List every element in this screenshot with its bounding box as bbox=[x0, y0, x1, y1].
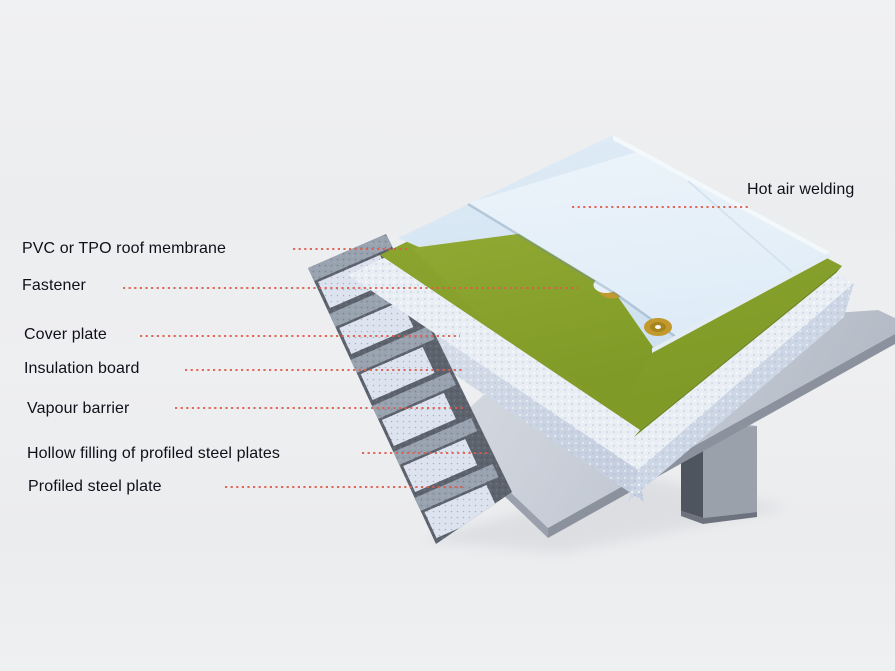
rib-shadow-notch bbox=[416, 529, 429, 544]
leader-lines bbox=[123, 206, 748, 488]
membrane-edge-se bbox=[652, 252, 830, 353]
membrane-seam bbox=[687, 180, 793, 273]
rib-shadow-notch bbox=[395, 483, 408, 498]
cover-plate-edge-se bbox=[634, 266, 842, 437]
rib-shadow-notch bbox=[352, 391, 365, 406]
rib-shadow-notch bbox=[331, 345, 344, 360]
rib-shadow-notch bbox=[310, 299, 322, 314]
membrane-edge-ne bbox=[613, 135, 830, 257]
cover-plate-exposed bbox=[412, 233, 655, 408]
rib-shadow-notch bbox=[373, 437, 386, 452]
fastener-disc-2 bbox=[644, 318, 672, 336]
